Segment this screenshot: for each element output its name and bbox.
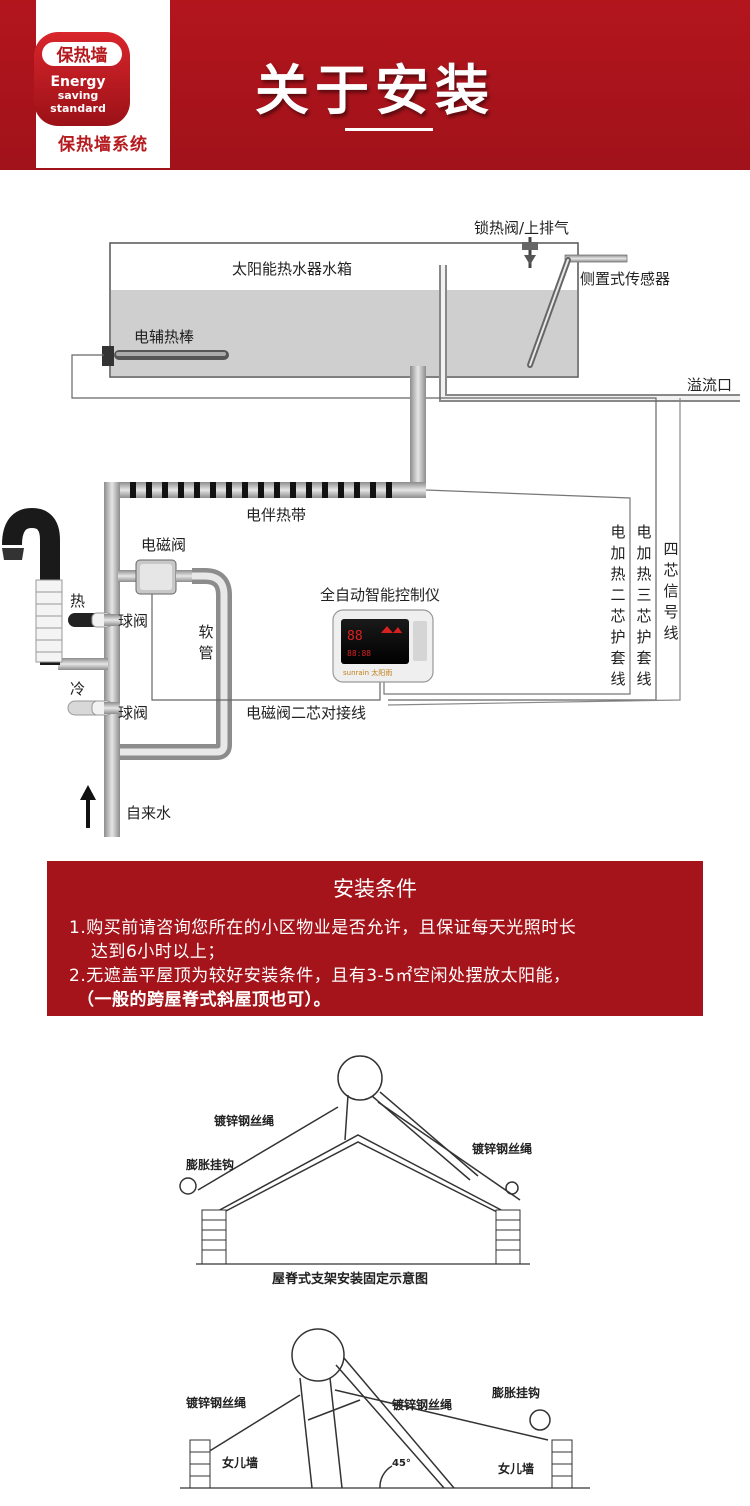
label-overflow: 溢流口 — [687, 376, 733, 394]
label-parapet-left: 女儿墙 — [222, 1456, 259, 1470]
page-title: 关于安装 — [255, 59, 495, 122]
label-roof-hook-left: 膨胀挂钩 — [186, 1158, 235, 1172]
controller-device-icon: 88 88:88 sunrain 太阳雨 — [332, 609, 434, 683]
label-roof-caption: 屋脊式支架安装固定示意图 — [272, 1272, 429, 1287]
label-parapet-right: 女儿墙 — [498, 1462, 535, 1476]
condition-line-1b: 达到6小时以上； — [91, 942, 225, 962]
logo-sub-3: standard — [50, 102, 106, 115]
label-tank: 太阳能热水器水箱 — [232, 260, 353, 278]
shower-head-icon — [2, 507, 63, 665]
logo-badge-icon: 保热墙 Energy saving standard — [34, 32, 130, 126]
controller-time: 88:88 — [347, 649, 371, 658]
tank-water — [111, 290, 577, 376]
header-banner: 保热墙 Energy saving standard 保热墙系统 关于安装 — [0, 0, 750, 170]
controller-digits: 88 — [347, 629, 363, 644]
controller-brand: sunrain 太阳雨 — [343, 668, 392, 677]
label-controller: 全自动智能控制仪 — [320, 586, 441, 604]
label-cold: 冷 — [70, 680, 86, 698]
label-heater-rod: 电辅热棒 — [134, 328, 195, 346]
condition-line-2: 2.无遮盖平屋顶为较好安装条件，且有3-5㎡空闲处摆放太阳能， — [69, 966, 571, 986]
roof-install-diagrams: 镀锌钢丝绳 镀锌钢丝绳 膨胀挂钩 屋脊式支架安装固定示意图 镀锌钢丝绳 镀锌钢丝… — [0, 1016, 750, 1506]
label-roof-wire-left: 镀锌钢丝绳 — [214, 1114, 275, 1128]
label-ball-valve-1: 球阀 — [118, 612, 149, 630]
right-brick-wall — [495, 1209, 521, 1265]
main-riser-pipe — [104, 482, 120, 837]
label-solenoid: 电磁阀 — [141, 536, 187, 554]
label-flat-hook-right: 膨胀挂钩 — [492, 1386, 541, 1400]
label-heat-band: 电伴热带 — [246, 506, 307, 524]
label-flat-wire-mid: 镀锌钢丝绳 — [392, 1398, 453, 1412]
left-brick-wall — [201, 1209, 227, 1265]
right-parapet — [551, 1439, 573, 1489]
label-flat-wire-left: 镀锌钢丝绳 — [186, 1396, 247, 1410]
label-wire-4core: 四芯信号线 — [663, 540, 679, 642]
solenoid-valve-icon — [135, 559, 177, 595]
lock-valve-icon — [522, 237, 538, 268]
condition-line-2b: （一般的跨屋脊式斜屋顶也可）。 — [77, 990, 331, 1010]
logo-caption: 保热墙系统 — [58, 135, 148, 155]
label-wire-3core: 电加热三芯护套线 — [636, 523, 652, 688]
conditions-title: 安装条件 — [333, 877, 417, 901]
hose-pipe — [120, 568, 232, 760]
side-sensor-icon — [527, 254, 628, 368]
heater-rod-icon — [102, 346, 229, 366]
installation-diagram: 88 88:88 sunrain 太阳雨 太阳能热水器水箱 锁热阀/上排气 侧置… — [0, 170, 750, 860]
plumbing-schematic: 88 88:88 sunrain 太阳雨 — [2, 237, 740, 837]
roof-schematic — [179, 1055, 590, 1489]
label-hose: 软管 — [198, 623, 214, 662]
logo-sub-2: saving — [58, 89, 99, 102]
label-wire-2core: 电加热二芯护套线 — [610, 523, 626, 688]
logo-sub-1: Energy — [50, 74, 105, 90]
label-tap-water: 自来水 — [126, 804, 172, 822]
label-roof-wire-right: 镀锌钢丝绳 — [472, 1142, 533, 1156]
outlet-pipe — [410, 366, 426, 492]
heat-band-icon — [130, 482, 392, 498]
left-parapet — [189, 1439, 211, 1489]
install-conditions-panel: 安装条件 1.购买前请咨询您所在的小区物业是否允许，且保证每天光照时长 达到6小… — [47, 861, 703, 1016]
flat-roof-drawing — [207, 1328, 551, 1489]
label-solenoid-wire: 电磁阀二芯对接线 — [246, 704, 367, 722]
condition-line-1: 1.购买前请咨询您所在的小区物业是否允许，且保证每天光照时长 — [69, 918, 577, 938]
label-hot: 热 — [70, 592, 86, 610]
title-underline — [345, 128, 433, 131]
label-sensor: 侧置式传感器 — [580, 270, 671, 288]
pitched-roof-drawing — [179, 1055, 521, 1213]
label-ball-valve-2: 球阀 — [118, 704, 149, 722]
water-flow-arrow-icon — [80, 785, 96, 828]
logo-text: 保热墙 — [56, 45, 108, 66]
label-valve-top: 锁热阀/上排气 — [474, 219, 570, 237]
label-angle: 45° — [392, 1458, 411, 1469]
